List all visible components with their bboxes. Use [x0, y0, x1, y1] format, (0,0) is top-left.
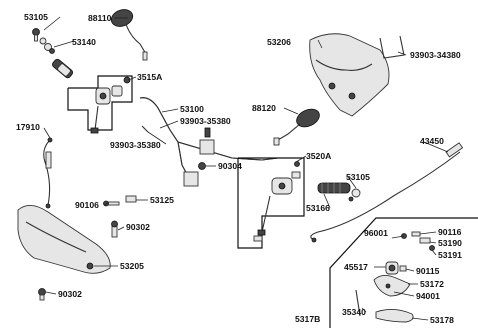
- label-45517: 45517: [344, 262, 368, 272]
- label-88110: 88110: [88, 13, 112, 23]
- label-3515A: 3515A: [137, 72, 162, 82]
- mirror-88110: [110, 9, 148, 61]
- label-53178: 53178: [430, 315, 454, 325]
- label-53191: 53191: [438, 250, 462, 260]
- label-90115: 90115: [416, 266, 440, 276]
- label-53206: 53206: [267, 37, 291, 47]
- washer-53125: [125, 195, 137, 203]
- label-3520A: 3520A: [306, 151, 331, 161]
- cable-43450: [310, 142, 464, 243]
- bolt-90304: [198, 162, 206, 170]
- label-43450: 43450: [420, 136, 444, 146]
- label-53172: 53172: [420, 279, 444, 289]
- assembly-box-3515A: [67, 75, 133, 131]
- label-17910: 17910: [16, 122, 40, 132]
- right-switch-3520A: [253, 161, 301, 242]
- rear-cover-53205: [17, 205, 111, 274]
- label-53190: 53190: [438, 238, 462, 248]
- left-switch-3515A: [90, 76, 131, 134]
- bolt-90302-bottom: [38, 288, 46, 301]
- label-94001: 94001: [416, 291, 440, 301]
- clip-93903-34380: [379, 35, 405, 59]
- label-90302-upper: 90302: [126, 222, 150, 232]
- assembly-box-3520A: [237, 157, 305, 249]
- throttle-grip-53166: [317, 182, 361, 202]
- label-96001: 96001: [364, 228, 388, 238]
- front-cover-53206: [309, 33, 390, 117]
- bolt-90302: [111, 220, 118, 238]
- label-53140: 53140: [72, 37, 96, 47]
- label-53125: 53125: [150, 195, 174, 205]
- label-93903-35380-upper: 93903-35380: [180, 116, 231, 126]
- screw-53105-top: [32, 28, 40, 42]
- label-88120: 88120: [252, 103, 276, 113]
- grip-53140: [39, 37, 74, 79]
- label-90302-lower: 90302: [58, 289, 82, 299]
- assembly-box-5317B: [329, 217, 478, 328]
- mirror-88120: [273, 108, 320, 146]
- label-90106: 90106: [75, 200, 99, 210]
- label-53105-top: 53105: [24, 12, 48, 22]
- label-35340: 35340: [342, 307, 366, 317]
- brake-lever-5317B: [355, 231, 435, 323]
- cable-17910: [43, 137, 53, 209]
- label-93903-35380-lower: 93903-35380: [110, 140, 161, 150]
- label-5317B: 5317B: [295, 314, 320, 324]
- label-93903-34380: 93903-34380: [410, 50, 461, 60]
- label-53205: 53205: [120, 261, 144, 271]
- label-53100: 53100: [180, 104, 204, 114]
- label-90304: 90304: [218, 161, 242, 171]
- bolt-90106: [103, 200, 120, 207]
- leader-lines: [43, 16, 449, 321]
- label-53166: 53166: [306, 203, 330, 213]
- label-53105-right: 53105: [346, 172, 370, 182]
- label-90116: 90116: [438, 227, 462, 237]
- handlebar-53100: [139, 97, 279, 187]
